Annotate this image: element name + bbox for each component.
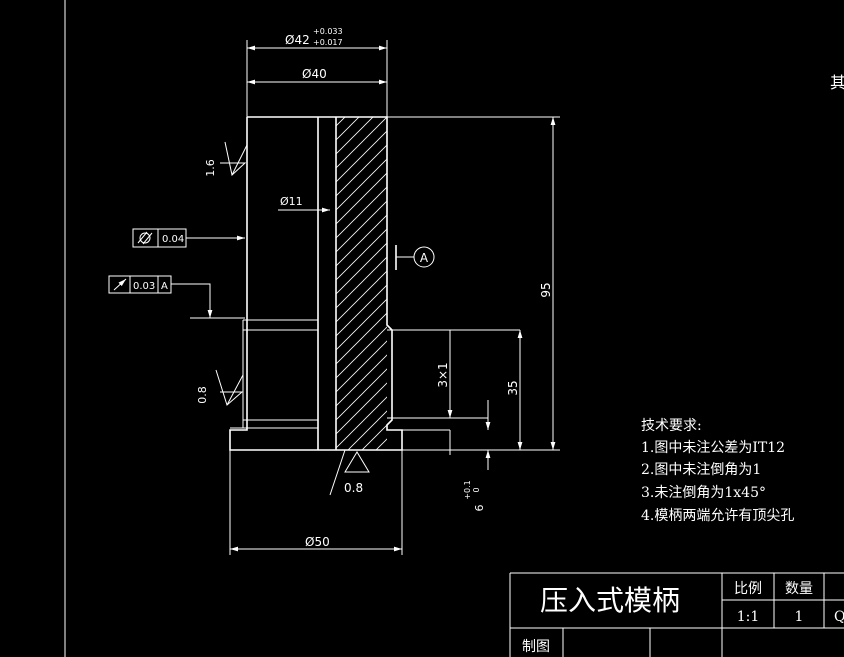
tech-requirement-item: 3.未注倒角为1x45° [641, 485, 766, 501]
datum-symbol [395, 245, 435, 270]
cylindricity-frame [132, 228, 245, 248]
dim-dia42-tol-lower: +0.017 [313, 38, 343, 47]
scale-label: 比例 [734, 581, 762, 597]
cylindricity-value: 0.04 [162, 234, 184, 245]
material-value: Q [834, 609, 844, 625]
qty-value: 1 [795, 609, 804, 625]
dim-step6: 6 [473, 505, 486, 512]
tech-requirements-title: 技术要求: [641, 418, 702, 434]
dim-height35: 35 [506, 380, 520, 395]
part-outline [229, 116, 520, 451]
tech-requirements: 技术要求: 1.图中未注公差为IT12 2.图中未注倒角为1 3.未注倒角为1x… [641, 418, 794, 524]
runout-datum: A [161, 281, 168, 292]
part-name: 压入式模柄 [540, 584, 680, 617]
surface-finish-icon [220, 141, 248, 176]
title-block [509, 572, 844, 657]
cylindricity-icon [137, 231, 153, 245]
qty-label: 数量 [785, 581, 813, 597]
tech-requirement-item: 2.图中未注倒角为1 [641, 462, 761, 478]
dim-step6-tol-lower: 0 [472, 487, 481, 492]
datum-label: A [420, 251, 429, 265]
surface-finish-bottom: 0.8 [344, 481, 363, 495]
dim-dia11: Ø11 [280, 195, 303, 208]
scale-value: 1:1 [737, 609, 760, 625]
runout-frame [108, 275, 213, 318]
drawn-by-label: 制图 [522, 639, 550, 655]
surface-finish-icon [215, 369, 244, 406]
tech-requirement-item: 4.模柄两端允许有顶尖孔 [641, 508, 794, 524]
dimension-lines [229, 40, 560, 555]
corner-text: 其 [830, 73, 844, 92]
runout-value: 0.03 [133, 281, 155, 292]
dim-dia42-tol-upper: +0.033 [313, 27, 343, 36]
tech-requirement-item: 1.图中未注公差为IT12 [641, 440, 785, 456]
dim-dia50: Ø50 [305, 535, 330, 549]
dim-height95: 95 [539, 282, 553, 297]
dim-dia40: Ø40 [302, 67, 327, 81]
dim-chamfer: 3×1 [436, 362, 450, 387]
surface-finish-left-lower: 0.8 [196, 386, 209, 404]
surface-finish-left-upper: 1.6 [204, 159, 217, 177]
runout-arrow-icon [113, 278, 127, 291]
dim-dia42: Ø42 [285, 33, 310, 47]
section-hatch [336, 117, 387, 450]
dim-step6-tol-upper: +0.1 [463, 480, 472, 499]
surface-finish-icon [344, 451, 370, 473]
